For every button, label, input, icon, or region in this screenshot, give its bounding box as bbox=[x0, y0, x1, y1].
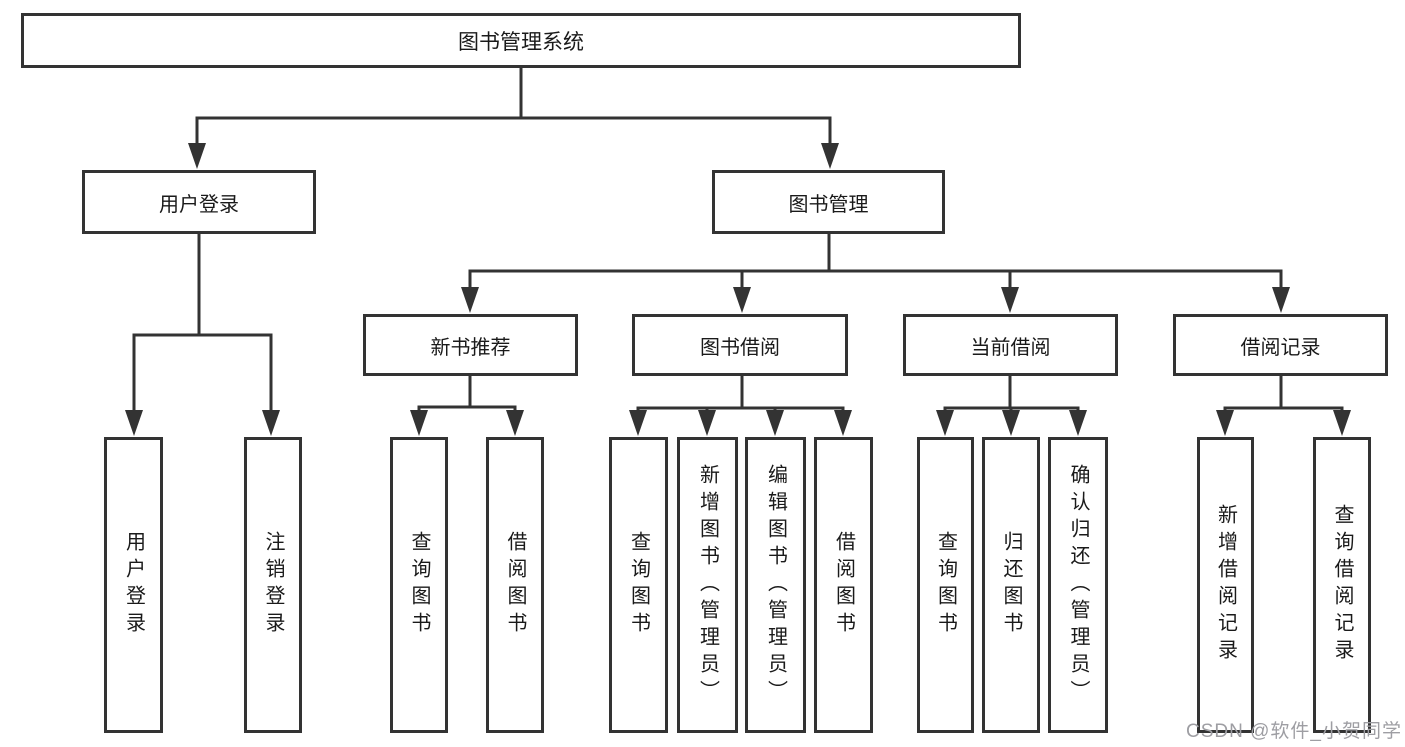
node-system-root-label: 图书管理系统 bbox=[458, 30, 584, 54]
node-borrowing-records: 借阅记录 bbox=[1173, 314, 1388, 376]
connector-root bbox=[195, 66, 832, 152]
connector-new-book-rec bbox=[417, 374, 517, 420]
leaf-bb-edit-book-admin-label: 编辑图书（管理员） bbox=[764, 463, 787, 707]
node-book-management-group: 图书管理 bbox=[712, 170, 945, 234]
node-book-borrowing: 图书借阅 bbox=[632, 314, 848, 376]
leaf-bb-borrow-book: 借阅图书 bbox=[814, 437, 873, 733]
node-book-management-group-label: 图书管理 bbox=[788, 193, 869, 216]
node-book-borrowing-label: 图书借阅 bbox=[700, 336, 780, 359]
connector-user-login bbox=[132, 232, 273, 420]
leaf-bb-edit-book-admin: 编辑图书（管理员） bbox=[745, 437, 806, 733]
node-user-login-group: 用户登录 bbox=[82, 170, 316, 234]
node-new-book-recommendation: 新书推荐 bbox=[363, 314, 578, 376]
leaf-cb-confirm-return-admin: 确认归还（管理员） bbox=[1048, 437, 1108, 733]
leaf-bb-query-book: 查询图书 bbox=[609, 437, 668, 733]
leaf-nbr-query-book-label: 查询图书 bbox=[408, 531, 430, 639]
connector-book-borrow bbox=[636, 374, 845, 420]
leaf-bb-query-book-label: 查询图书 bbox=[627, 531, 650, 639]
leaf-cb-confirm-return-admin-label: 确认归还（管理员） bbox=[1067, 463, 1089, 707]
leaf-nbr-borrow-book: 借阅图书 bbox=[486, 437, 544, 733]
connector-borrow-records bbox=[1223, 374, 1344, 420]
leaf-bb-borrow-book-label: 借阅图书 bbox=[832, 531, 855, 639]
node-borrowing-records-label: 借阅记录 bbox=[1240, 336, 1321, 359]
leaf-cb-return-book: 归还图书 bbox=[982, 437, 1040, 733]
leaf-cb-query-book: 查询图书 bbox=[917, 437, 974, 733]
leaf-bb-add-book-admin: 新增图书（管理员） bbox=[677, 437, 738, 733]
leaf-br-add-record: 新增借阅记录 bbox=[1197, 437, 1254, 733]
leaf-user-login-label: 用户登录 bbox=[122, 531, 145, 639]
leaf-user-login: 用户登录 bbox=[104, 437, 163, 733]
leaf-br-add-record-label: 新增借阅记录 bbox=[1214, 504, 1237, 666]
node-system-root: 图书管理系统 bbox=[21, 13, 1021, 68]
leaf-logout-label: 注销登录 bbox=[262, 531, 284, 639]
node-user-login-group-label: 用户登录 bbox=[159, 193, 239, 216]
connector-book-mgmt bbox=[468, 232, 1283, 296]
leaf-br-query-record-label: 查询借阅记录 bbox=[1331, 504, 1353, 666]
csdn-watermark: CSDN @软件_小贺同学 bbox=[1186, 721, 1402, 742]
arrowheads bbox=[125, 143, 1351, 436]
node-current-borrowing: 当前借阅 bbox=[903, 314, 1118, 376]
leaf-cb-return-book-label: 归还图书 bbox=[1000, 531, 1022, 639]
leaf-logout: 注销登录 bbox=[244, 437, 302, 733]
node-current-borrowing-label: 当前借阅 bbox=[970, 336, 1051, 359]
leaf-nbr-borrow-book-label: 借阅图书 bbox=[504, 531, 526, 639]
leaf-bb-add-book-admin-label: 新增图书（管理员） bbox=[696, 463, 719, 707]
leaf-br-query-record: 查询借阅记录 bbox=[1313, 437, 1371, 733]
leaf-nbr-query-book: 查询图书 bbox=[390, 437, 448, 733]
leaf-cb-query-book-label: 查询图书 bbox=[934, 531, 957, 639]
node-new-book-recommendation-label: 新书推荐 bbox=[430, 336, 511, 359]
